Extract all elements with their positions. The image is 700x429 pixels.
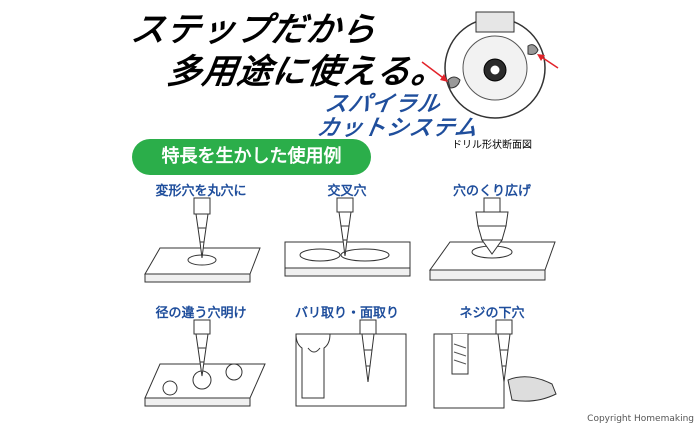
diagram-caption: ドリル形状断面図: [452, 140, 532, 151]
drill-cross-section-diagram: [421, 11, 559, 119]
features-title: 特長を生かした使用例: [132, 139, 371, 175]
item-label-cross-hole: 交叉穴: [327, 184, 367, 199]
drill-core-hole: [490, 65, 500, 75]
item-label-different-diameters: 径の違う穴明け: [155, 306, 247, 321]
copyright-text: Copyright Homemaking: [587, 414, 694, 424]
red-arrowhead-right: [537, 54, 545, 61]
item-label-hole-widening: 穴のくり広げ: [452, 184, 531, 199]
cutting-edge-right: [527, 44, 539, 55]
illustration-deburring-chamfering: [295, 319, 407, 407]
illustration-cross-hole: [284, 197, 411, 277]
item-label-deformed-to-round: 変形穴を丸穴に: [155, 184, 247, 199]
illustration-different-diameters: [144, 319, 266, 407]
item-label-deburring-chamfering: バリ取り・面取り: [294, 306, 399, 321]
illustration-deformed-to-round: [144, 197, 261, 283]
cutting-edge-left: [447, 76, 461, 89]
illustration-tap-drill-hole: [433, 319, 557, 409]
illustration-hole-widening: [429, 197, 556, 281]
shank-top: [475, 11, 515, 33]
red-arrowhead-left: [440, 74, 448, 82]
item-label-tap-drill-hole: ネジの下穴: [459, 306, 525, 321]
